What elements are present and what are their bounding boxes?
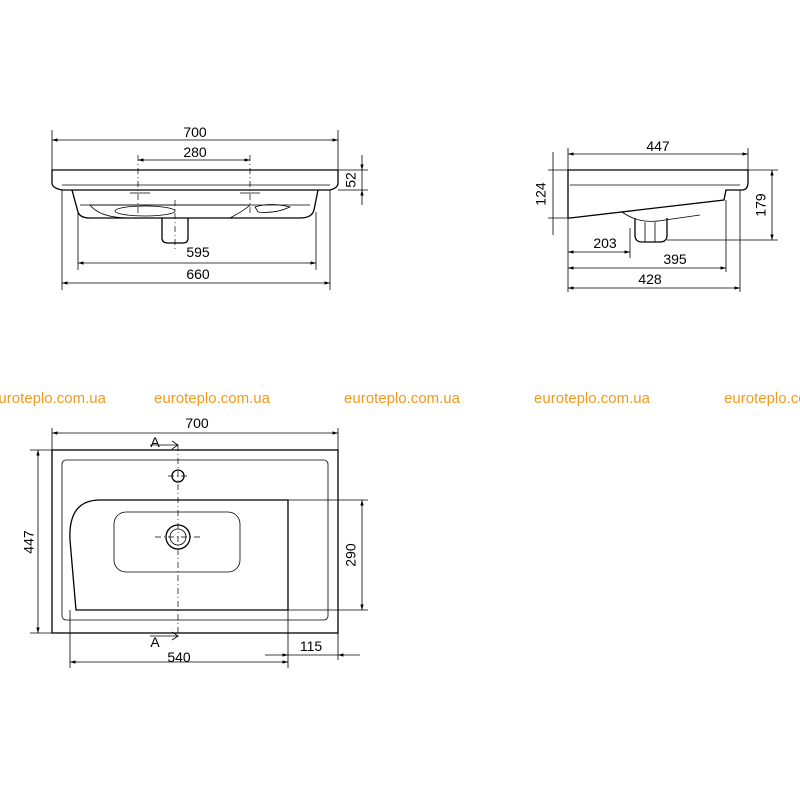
watermark: euroteplo.com.ua (344, 390, 461, 407)
side-view-basin-outline (567, 169, 749, 243)
dim-bowl-depth: 290 (343, 543, 359, 567)
watermark: euroteplo.com.ua (154, 390, 271, 407)
top-view-dimensions (30, 428, 368, 668)
dim-drain-depth: 395 (663, 251, 687, 267)
front-view: 700 280 52 595 660 (51, 124, 368, 290)
side-view-dimensions (548, 148, 778, 292)
dim-side-depth: 447 (646, 138, 670, 154)
side-view: 447 124 179 203 395 428 (533, 138, 778, 292)
watermark: euroteplo.com.ua (724, 390, 800, 407)
section-label-bottom: A (150, 634, 160, 650)
dim-rim-height: 52 (343, 172, 359, 188)
top-view-basin-outline (51, 440, 339, 641)
dim-bowl-width: 540 (167, 649, 191, 665)
top-view: 700 447 290 540 115 A A (21, 415, 368, 668)
dim-top-width: 700 (185, 415, 209, 431)
dim-top-depth: 447 (21, 530, 37, 554)
dim-side-ledge: 115 (300, 638, 323, 654)
front-view-basin-outline (51, 169, 339, 250)
section-label-top: A (150, 434, 160, 450)
front-view-dimensions (51, 130, 368, 290)
watermark: euroteplo.com.ua (0, 390, 107, 407)
dim-inner-width: 595 (186, 244, 210, 260)
dim-tap-spacing: 280 (183, 144, 207, 160)
dim-total-height: 179 (753, 193, 769, 217)
dim-drain-offset: 203 (593, 235, 617, 251)
watermark: euroteplo.com.ua (534, 390, 651, 407)
dim-front-height: 124 (533, 182, 549, 206)
dim-front-width: 700 (183, 124, 207, 140)
dim-bottom-depth: 428 (638, 271, 662, 287)
dim-bottom-width: 660 (186, 266, 210, 282)
watermark-row: euroteplo.com.ua euroteplo.com.ua eurote… (0, 390, 800, 407)
